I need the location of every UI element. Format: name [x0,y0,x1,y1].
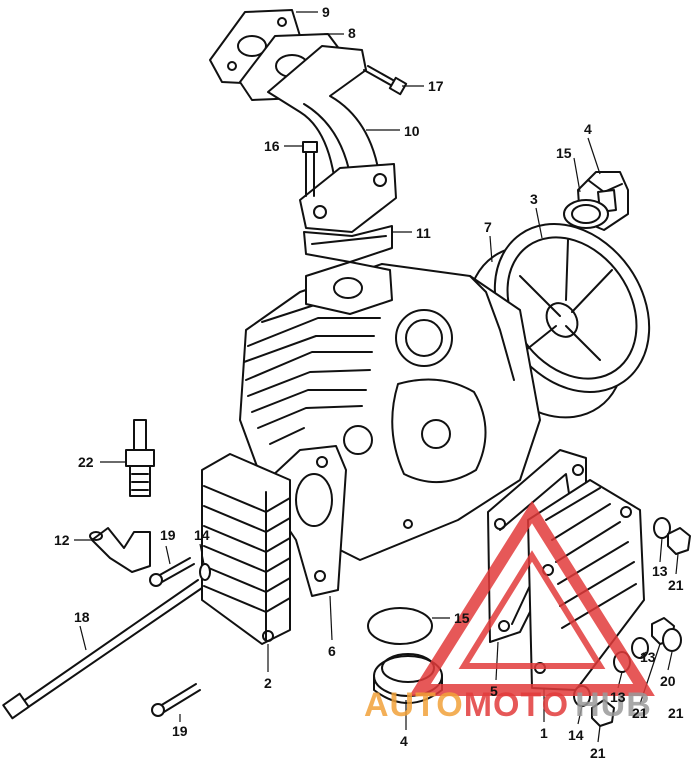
callout-22: 22 [78,454,94,470]
callout-3: 3 [530,191,538,207]
callout-12: 12 [54,532,70,548]
callout-7: 7 [484,219,492,235]
callout-13-lower: 13 [610,689,626,705]
callout-5: 5 [490,683,498,699]
callout-17: 17 [428,78,444,94]
screw-19-upper [149,557,195,587]
plug-cap-12 [89,527,151,573]
callout-4-upper: 4 [584,121,592,137]
callout-8: 8 [348,25,356,41]
callout-6: 6 [328,643,336,659]
intake-gasket-9 [209,9,301,85]
o-ring-15-lower [367,607,433,645]
stud-16 [302,141,318,197]
nut-21-upper [667,527,691,555]
long-bolt-18 [2,579,203,720]
callout-1: 1 [540,725,548,741]
screw-19-lower [151,683,201,717]
callout-14-right: 14 [568,727,584,743]
callout-15-upper: 15 [556,145,572,161]
callout-21-right: 21 [668,705,684,721]
intake-pipe-10 [267,45,397,233]
callout-labels: 9 8 17 10 16 15 4 3 11 7 22 12 19 14 18 … [54,4,684,761]
callout-19-upper: 19 [160,527,176,543]
callout-13-upper: 13 [652,563,668,579]
callout-21-bottom: 21 [590,745,606,761]
callout-13-mid: 13 [640,649,656,665]
callout-20: 20 [660,673,676,689]
callout-2: 2 [264,675,272,691]
insulator-11 [303,225,393,263]
washer-14-left [199,563,211,581]
callout-4-lower: 4 [400,733,408,749]
o-ring-15-upper [563,199,609,229]
callout-10: 10 [404,123,420,139]
callout-11: 11 [416,225,431,241]
washer-20 [662,628,682,652]
callout-21-upper: 21 [668,577,684,593]
callout-14-left: 14 [194,527,210,543]
leader-lines [74,11,679,743]
side-cover-3 [493,223,651,393]
callout-21-mid: 21 [632,705,648,721]
watermark-text-hub: HUB [575,686,652,724]
callout-18: 18 [74,609,90,625]
watermark-text-moto: MOTO [464,686,569,724]
watermark-text-auto: AUTO [364,686,464,724]
callout-16: 16 [264,138,280,154]
nut-21-lower [591,699,615,727]
watermark-triangle-icon [409,500,655,696]
spark-plug-22 [125,419,155,497]
callout-19-lower: 19 [172,723,188,739]
callout-9: 9 [322,4,330,20]
bolt-17 [363,65,408,96]
finned-cover-2 [201,453,291,645]
callout-15-lower: 15 [454,610,470,626]
